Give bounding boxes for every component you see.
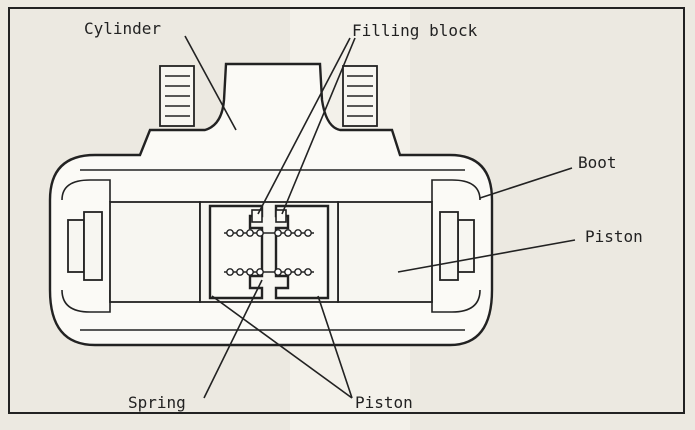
label-boot: Boot bbox=[578, 153, 617, 172]
leader-piston-right bbox=[397, 239, 576, 273]
label-filling-block: Filling block bbox=[352, 21, 478, 40]
leader-piston-center bbox=[317, 295, 353, 399]
right-bolt bbox=[342, 65, 378, 127]
leader-spring bbox=[203, 279, 263, 399]
spring-bottom bbox=[224, 268, 314, 276]
leader-filling-block-left bbox=[257, 37, 351, 215]
leader-lines bbox=[184, 35, 576, 399]
right-outer-piston bbox=[337, 201, 433, 303]
label-spring: Spring bbox=[128, 393, 186, 412]
label-piston-right: Piston bbox=[585, 227, 643, 246]
caliper-drawing bbox=[48, 62, 494, 347]
left-bolt bbox=[159, 65, 195, 127]
left-boot bbox=[61, 179, 111, 313]
leader-cylinder bbox=[184, 35, 237, 131]
left-outer-piston bbox=[109, 201, 201, 303]
leader-boot bbox=[479, 167, 573, 199]
filling-block-left bbox=[251, 209, 263, 223]
leader-piston-left bbox=[211, 295, 353, 399]
filling-block-right bbox=[275, 209, 287, 223]
label-piston-bottom: Piston bbox=[355, 393, 413, 412]
label-cylinder: Cylinder bbox=[84, 19, 161, 38]
spring-top bbox=[224, 229, 314, 237]
leader-filling-block-right bbox=[281, 37, 356, 215]
figure-frame bbox=[8, 7, 685, 414]
